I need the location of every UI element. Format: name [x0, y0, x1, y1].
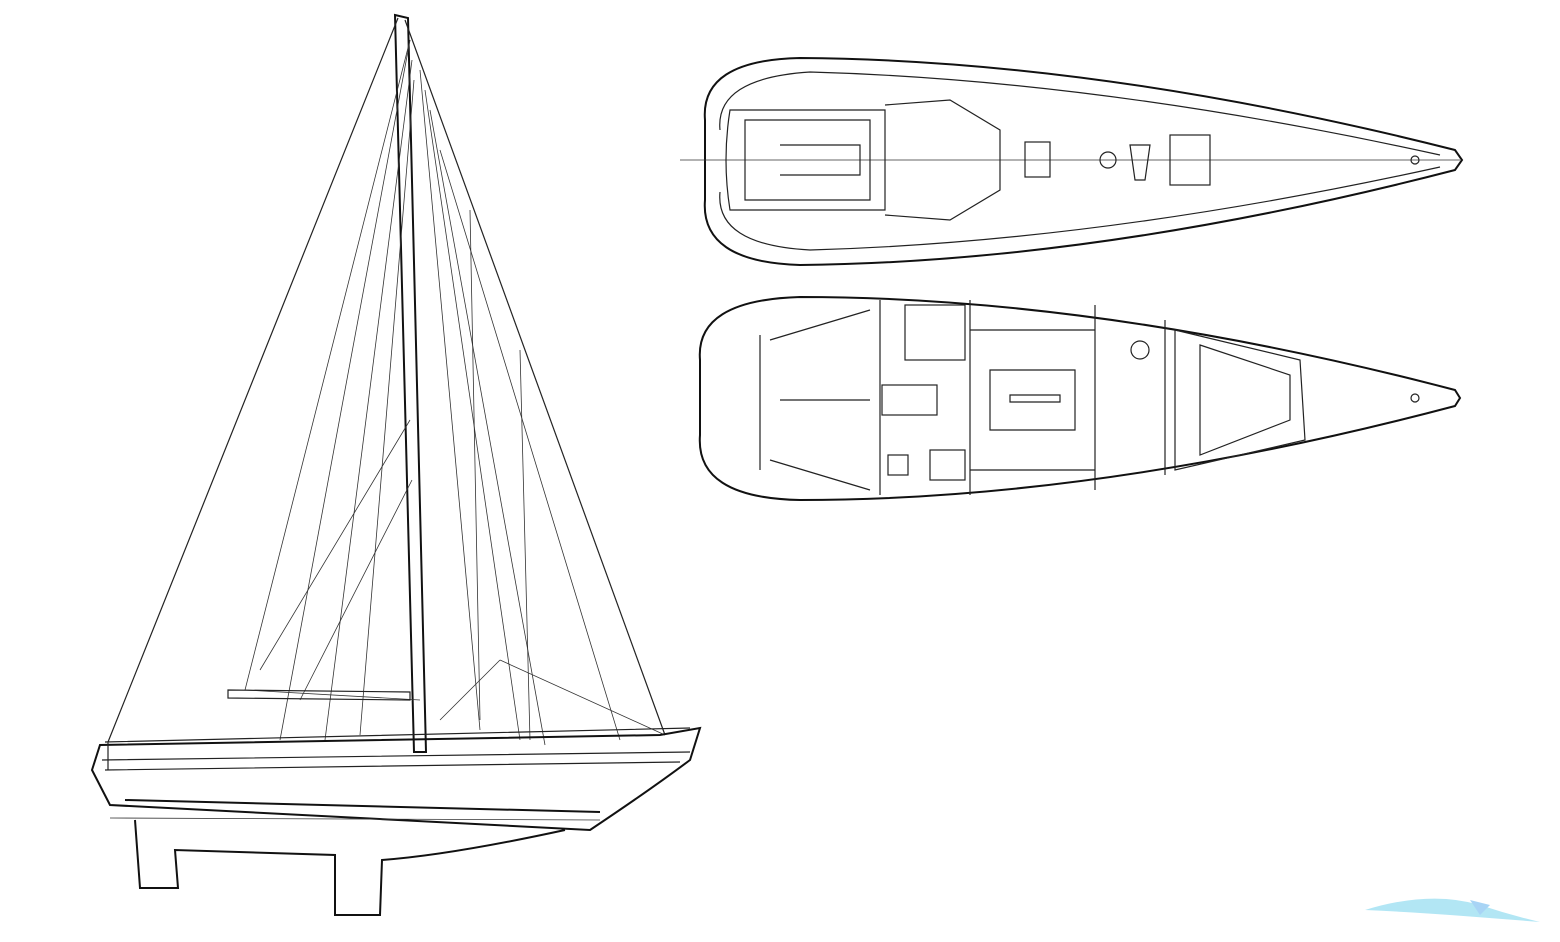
hull [90, 726, 702, 832]
deck-plan [680, 56, 1464, 267]
interior-layout [698, 295, 1462, 502]
coachroof [884, 99, 1001, 221]
interior-outline [698, 295, 1462, 502]
watermark-logo [1365, 898, 1540, 922]
forehatch [1169, 134, 1211, 186]
lifelines [104, 727, 691, 770]
chart-table [881, 384, 938, 416]
backstay [107, 17, 399, 743]
boom [227, 689, 411, 701]
stove [929, 449, 966, 481]
sail-plan-profile [90, 13, 702, 916]
v-berth [1174, 329, 1306, 471]
boot-stripe [124, 799, 601, 813]
mast [393, 13, 428, 753]
cockpit [725, 109, 886, 211]
toilet [1130, 340, 1150, 360]
mainsail [244, 39, 421, 701]
forestay [404, 19, 666, 736]
saloon-table [970, 329, 1095, 471]
deck-outline [703, 56, 1464, 267]
keel-and-rudder [134, 819, 566, 916]
hatch [1024, 141, 1051, 178]
